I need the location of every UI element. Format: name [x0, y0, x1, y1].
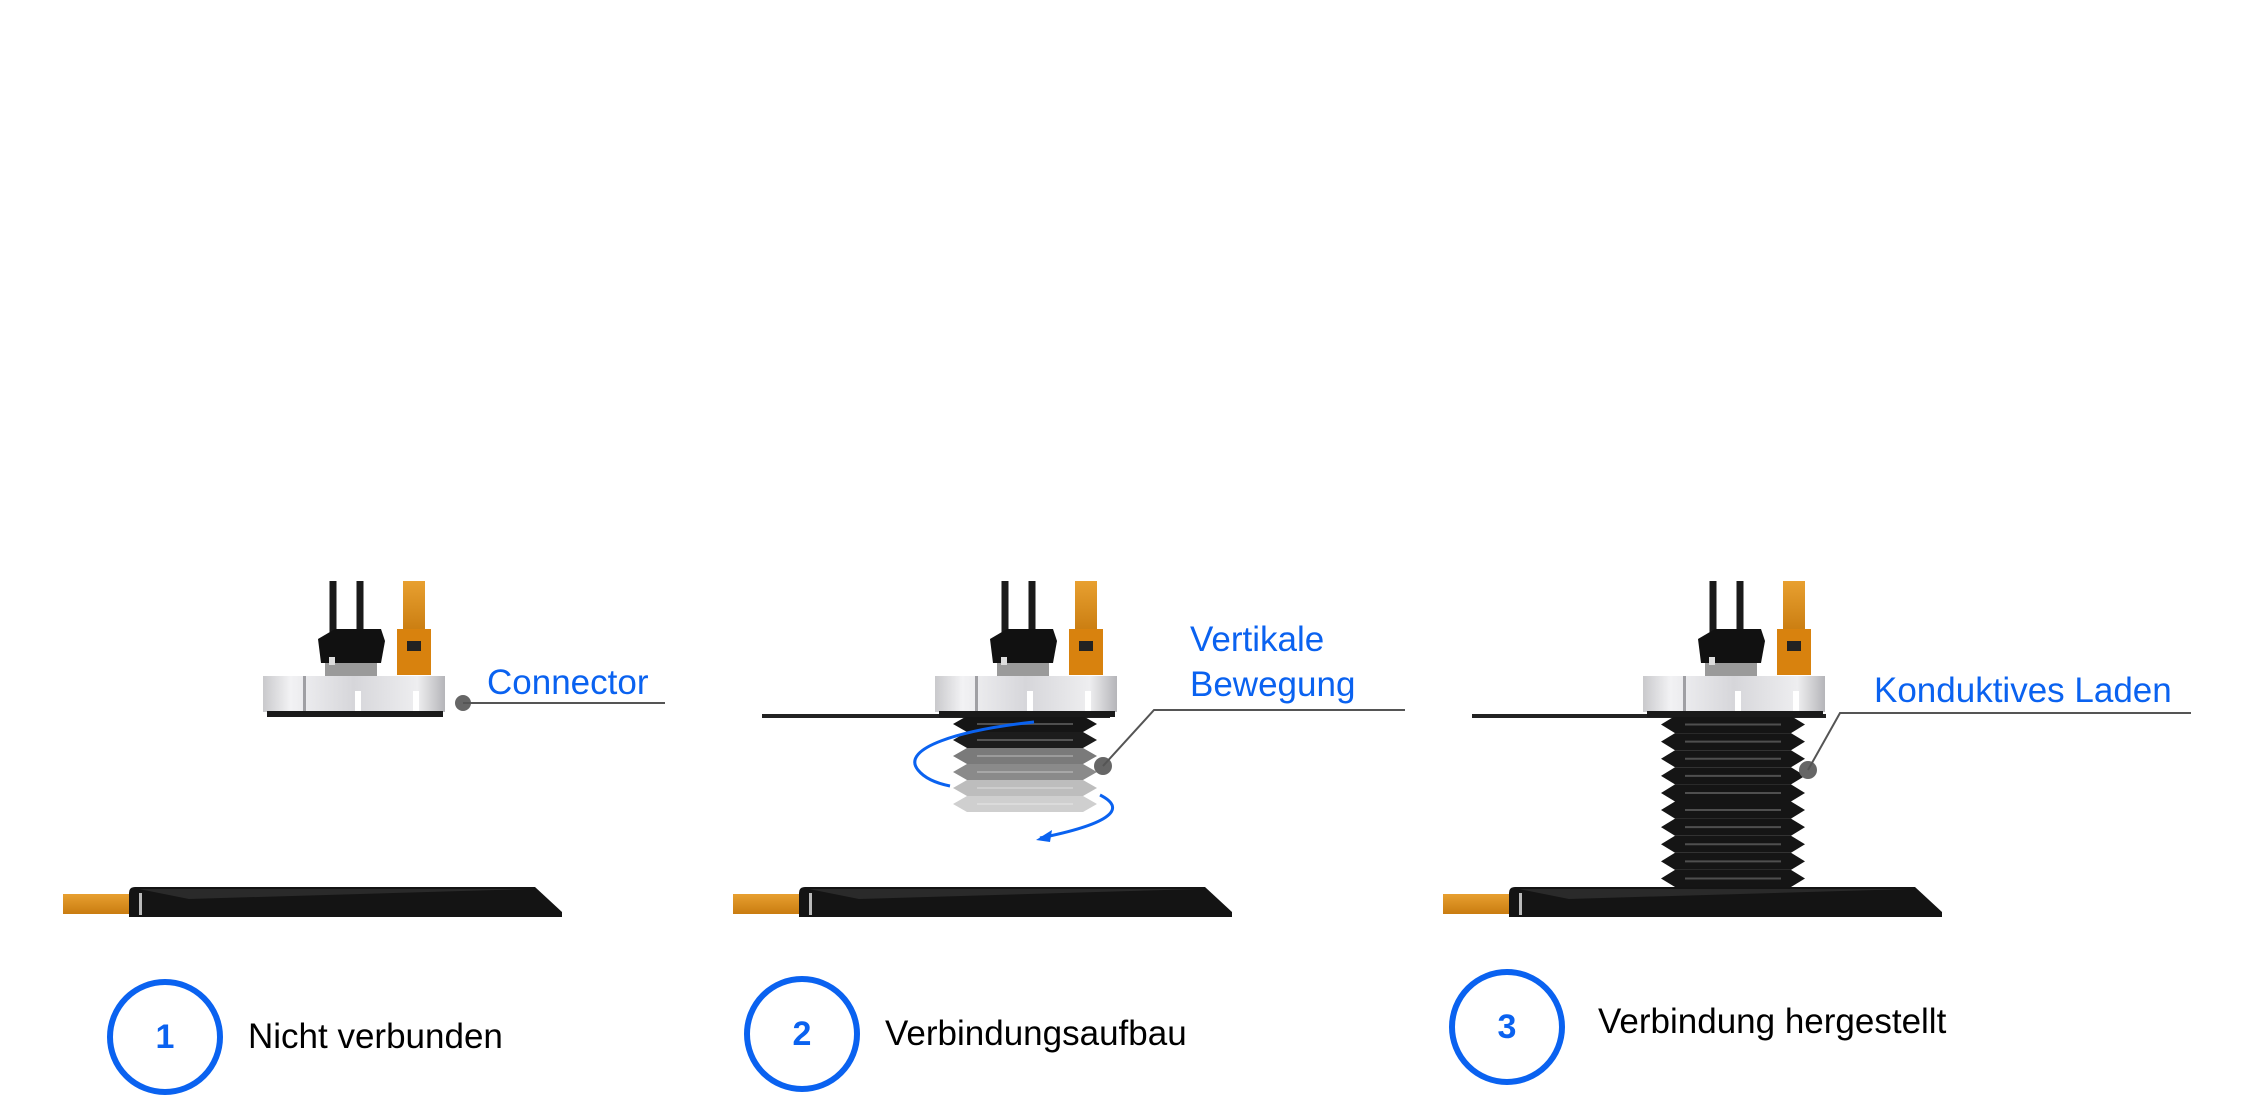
bellows-fold	[1661, 818, 1805, 836]
callout-vertical-line1: Vertikale	[1190, 620, 1325, 659]
step-2-badge: 2	[744, 976, 860, 1092]
step-1-label: Nicht verbunden	[248, 1017, 503, 1056]
bellows-fold	[1661, 750, 1805, 768]
bellows-fold	[953, 732, 1097, 748]
callout-conductive-charging: Konduktives Laden	[1874, 671, 2172, 710]
bellows-fold	[1661, 716, 1805, 734]
connector-device-1	[263, 581, 445, 717]
connector-device-3	[1643, 581, 1825, 717]
bellows-fold	[1661, 835, 1805, 853]
bellows-partial	[953, 716, 1097, 812]
bellows-fold	[1661, 767, 1805, 785]
bellows-fold	[953, 748, 1097, 764]
connector-device-2	[935, 581, 1117, 717]
charging-base-3	[1443, 887, 1942, 917]
bellows-extended	[1661, 716, 1805, 887]
callout-vertical-line2: Bewegung	[1190, 665, 1356, 704]
callout-connector: Connector	[487, 663, 649, 702]
step-2-label: Verbindungsaufbau	[885, 1014, 1187, 1053]
step-1-badge: 1	[107, 979, 223, 1095]
bellows-fold	[953, 780, 1097, 796]
step-3-label: Verbindung hergestellt	[1598, 1002, 1947, 1041]
bellows-fold	[953, 764, 1097, 780]
rotation-arrow-lower	[1039, 793, 1114, 840]
rotation-arrow-upper	[913, 720, 1035, 788]
bellows-fold	[953, 796, 1097, 812]
bellows-fold	[1661, 852, 1805, 870]
step-3-badge: 3	[1449, 969, 1565, 1085]
bellows-fold	[1661, 801, 1805, 819]
bellows-fold	[1661, 869, 1805, 887]
bellows-fold	[1661, 733, 1805, 751]
charging-base-2	[733, 887, 1232, 917]
bellows-fold	[1661, 784, 1805, 802]
charging-base-1	[63, 887, 562, 917]
